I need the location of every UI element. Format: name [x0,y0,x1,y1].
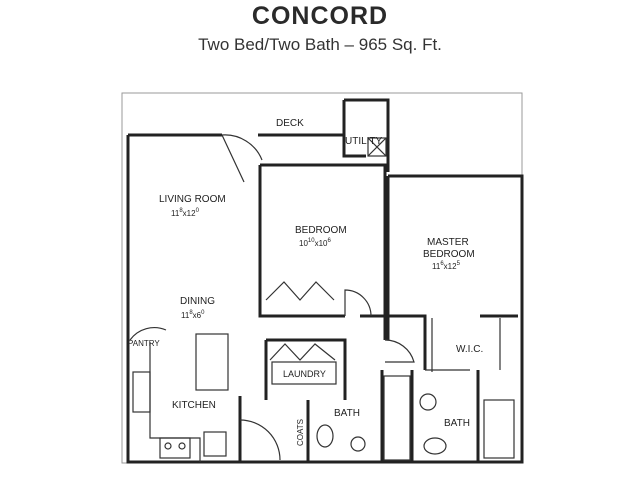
master-wall [386,176,518,370]
plan-title: CONCORD [251,2,389,30]
label-living-room: LIVING ROOM [159,194,226,205]
wic-wall [425,318,501,372]
dim-master: 116x125 [432,261,461,271]
label-bedroom: BEDROOM [295,225,347,236]
label-bath-2: BATH [444,418,470,429]
label-master-1: MASTER [427,237,469,248]
refrigerator [132,371,151,413]
bedroom-door-swing [344,289,372,317]
bath-wall [264,338,480,462]
entry-door-swing [239,419,281,461]
master-door-swing [384,339,415,363]
dim-dining: 118x60 [181,310,205,320]
label-dining: DINING [180,296,215,307]
label-deck: DECK [276,118,304,129]
label-kitchen: KITCHEN [172,400,216,411]
tub-2 [483,399,515,459]
label-bath-1: BATH [334,408,360,419]
bedroom-wall [258,163,387,340]
label-pantry: PANTRY [128,339,160,348]
bedroom-closet-doors [265,281,335,301]
label-utility: UTILITY [345,136,383,147]
exterior-wall [126,133,524,464]
toilet-2 [423,437,447,455]
dim-bedroom: 1010x106 [299,238,332,248]
toilet-1 [316,424,334,448]
kitchen-island [195,333,229,391]
plan-subtitle: Two Bed/Two Bath – 965 Sq. Ft. [198,35,442,54]
label-laundry: LAUNDRY [283,369,326,379]
sink-2 [419,393,437,411]
label-wic: W.I.C. [456,344,483,355]
tub-1 [383,375,411,461]
label-coats: COATS [296,419,305,446]
dim-living-room: 118x120 [171,208,200,218]
laundry-closet-doors [269,343,336,361]
sink-1 [350,436,366,452]
water-heater [367,137,387,157]
utility-wall [342,98,390,172]
kitchen-sink [203,431,227,457]
stove [159,437,191,459]
pantry-door-swing [129,327,167,341]
deck-door-swing [221,134,263,183]
laundry-machines [271,361,337,385]
label-master-2: BEDROOM [423,249,475,260]
